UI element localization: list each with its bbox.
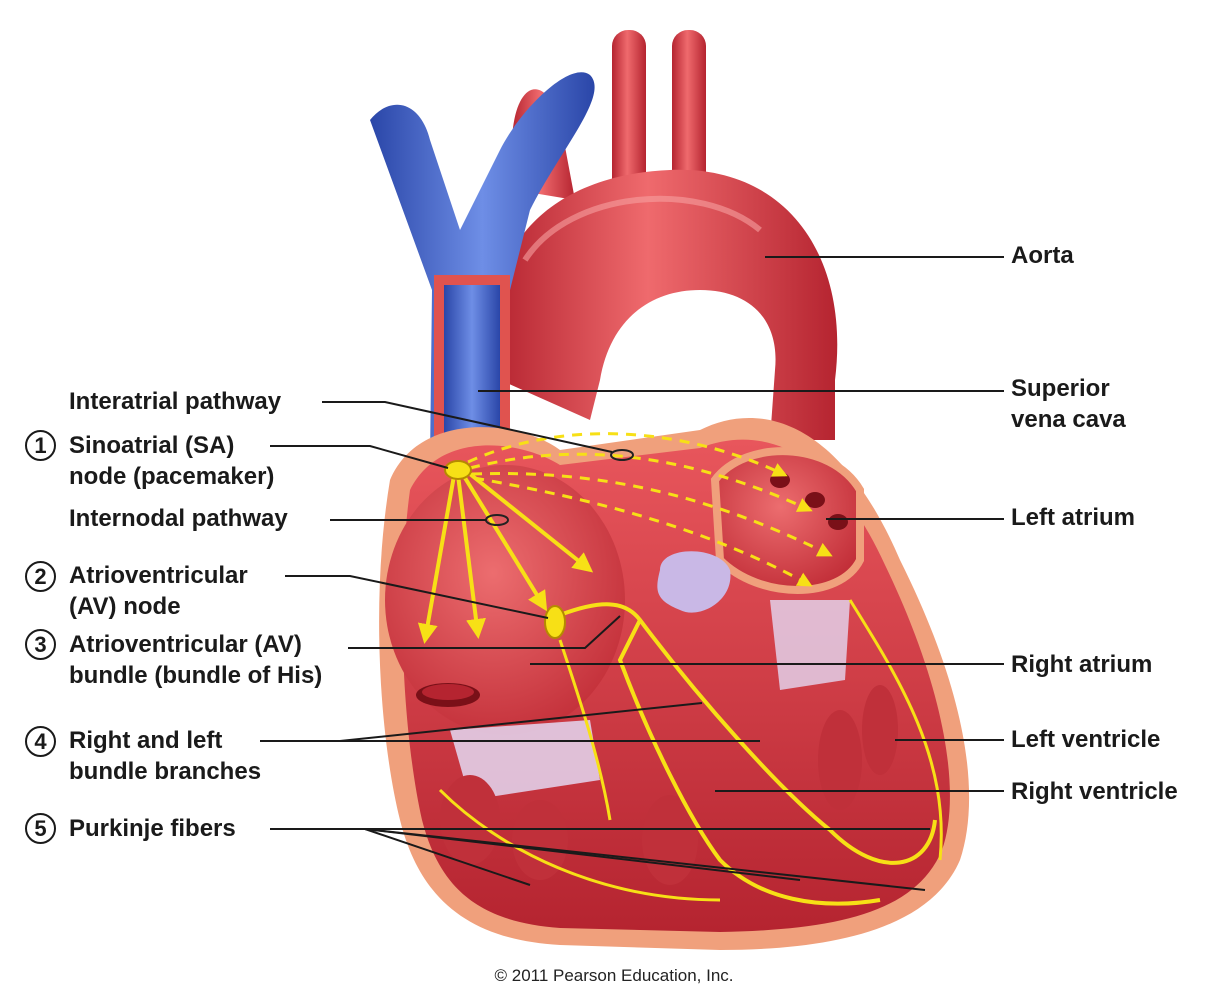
- label-left-ventricle: Left ventricle: [1011, 726, 1161, 753]
- label-internodal-pathway: Internodal pathway: [69, 505, 288, 532]
- left-atrium: [710, 447, 864, 594]
- label-right-atrium: Right atrium: [1011, 651, 1153, 678]
- conduction-system: [438, 599, 943, 906]
- label-left-atrium: Left atrium: [1011, 504, 1136, 531]
- step-number-1: 1: [25, 430, 56, 461]
- label-sa-node-line2: node (pacemaker): [69, 463, 275, 490]
- step-number-3: 3: [25, 629, 56, 660]
- label-interatrial-pathway: Interatrial pathway: [69, 388, 282, 415]
- label-av-node-line1: Atrioventricular: [69, 562, 248, 589]
- label-purkinje-fibers: Purkinje fibers: [69, 815, 236, 842]
- sa-node-pathway-arrows: [417, 468, 594, 644]
- label-av-node-line2: (AV) node: [69, 593, 181, 620]
- step-number-2: 2: [25, 561, 56, 592]
- interatrial-marker: [610, 449, 634, 461]
- copyright-notice: © 2011 Pearson Education, Inc.: [494, 966, 734, 985]
- label-svc-line2: vena cava: [1011, 406, 1126, 433]
- interatrial-dashed-arrows: [467, 432, 833, 587]
- leader-lines: [260, 256, 1004, 891]
- label-bundle-branches-line2: bundle branches: [69, 758, 262, 785]
- label-right-ventricle: Right ventricle: [1011, 778, 1178, 805]
- av-node: [544, 605, 566, 639]
- label-svc-line1: Superior: [1011, 375, 1110, 402]
- aorta: [493, 30, 838, 440]
- step-number-5: 5: [25, 813, 56, 844]
- label-av-bundle-line1: Atrioventricular (AV): [69, 631, 302, 658]
- label-bundle-branches-line1: Right and left: [69, 727, 223, 754]
- label-sa-node-line1: Sinoatrial (SA): [69, 432, 235, 459]
- label-av-bundle-line2: bundle (bundle of His): [69, 662, 323, 689]
- step-number-4: 4: [25, 726, 56, 757]
- right-atrium: [385, 465, 625, 735]
- sa-node: [444, 460, 472, 480]
- label-aorta: Aorta: [1011, 242, 1074, 269]
